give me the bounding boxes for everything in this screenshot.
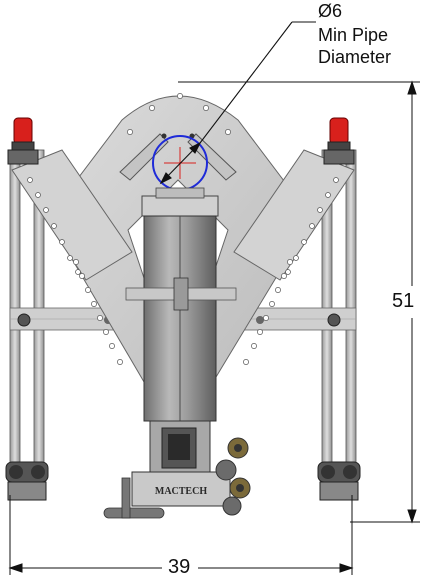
right-arm-hardware [285,177,339,275]
left-warning-light [7,117,39,165]
nameplate-logo: MACTECH [155,486,207,497]
feed-assembly [103,437,251,519]
height-dimension-value: 51 [392,290,415,312]
right-warning-light [323,117,355,165]
plate-holes [73,93,293,365]
height-dimension [178,80,420,524]
central-column [141,187,219,474]
column-clamp [125,277,237,311]
left-wheels [5,461,49,501]
min-pipe-label-line2: Diameter [318,47,392,67]
right-wheels [317,461,361,501]
width-dimension-value: 39 [164,556,195,578]
left-arm-hardware [27,177,81,275]
min-pipe-label-line1: Min Pipe [318,25,389,45]
min-pipe-diameter-value: Ø6 [318,1,343,21]
width-dimension [8,495,354,575]
